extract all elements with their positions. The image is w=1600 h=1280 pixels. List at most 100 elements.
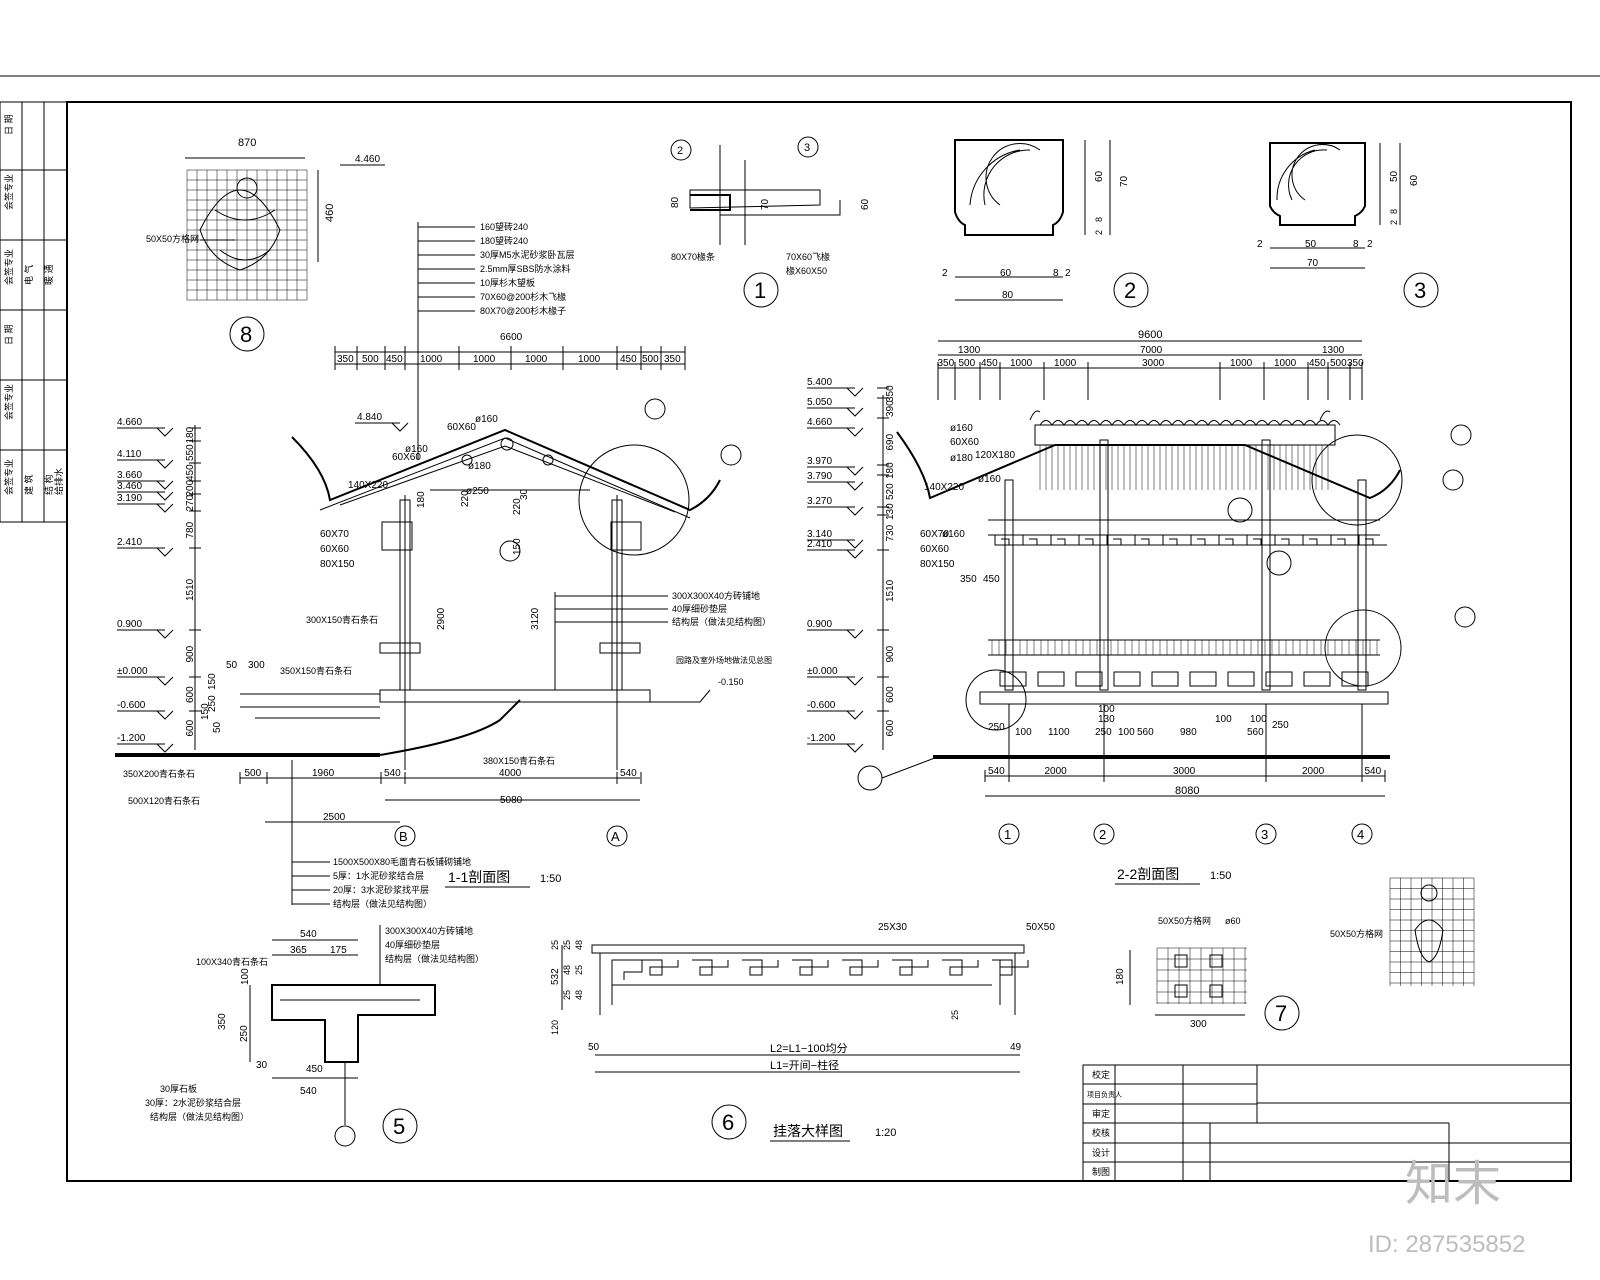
size-label: 60X60 <box>320 544 349 555</box>
dim-text: 175 <box>330 945 347 956</box>
dim-text: 100 <box>240 968 251 985</box>
dim-text: 350 <box>217 1013 228 1030</box>
elevation-text: 3.970 <box>807 456 832 467</box>
size-label: ø160 <box>475 414 498 425</box>
dim-text: 350 <box>938 358 955 369</box>
elevation-text: 5.400 <box>807 377 832 388</box>
roof-profile <box>291 428 721 512</box>
elevation-text: 3.790 <box>807 471 832 482</box>
dim-text: 450 <box>1309 358 1326 369</box>
elevation-text: 4.110 <box>117 449 142 460</box>
strip-text: 会签专业 <box>3 249 14 285</box>
dim-text: 30 <box>256 1060 268 1071</box>
dim-text: 365 <box>290 945 307 956</box>
strip-text: 日 期 <box>4 324 14 345</box>
dim-text: 2 <box>1094 230 1104 235</box>
note-text: 50X50方格网 <box>146 233 199 244</box>
dim-text: 1000 <box>1274 358 1297 369</box>
size-label: 180 <box>416 491 427 508</box>
dim-text: 180 <box>185 426 196 443</box>
dim-text: 870 <box>238 137 256 149</box>
strip-text: 电 气 <box>23 264 34 285</box>
dim-text: 2 <box>1065 268 1071 279</box>
dim-text: 48 <box>562 965 572 975</box>
note-text: 结构层（做法见结构图） <box>150 1111 249 1122</box>
dim-text: 1000 <box>420 354 443 365</box>
base-note: 5厚：1水泥砂浆结合层 <box>333 870 424 881</box>
elevation-text: 3.460 <box>117 481 142 492</box>
dim-text: 1000 <box>578 354 601 365</box>
dim-text: 4000 <box>499 768 522 779</box>
size-label: 60X60 <box>447 422 476 433</box>
elevation-text: 3.270 <box>807 496 832 507</box>
detail-6-fretwork <box>611 959 1029 1005</box>
dim-text: 390 <box>885 400 896 417</box>
elevation-text: 5.050 <box>807 397 832 408</box>
dim-text: 600 <box>885 719 896 736</box>
size-label: 220 <box>460 490 471 507</box>
dim-text: 350 <box>885 385 896 402</box>
dim-text: 980 <box>1180 727 1197 738</box>
strip-text: 建 筑 <box>23 474 34 495</box>
dim-text: 2500 <box>323 812 346 823</box>
strip-text: 会签专业 <box>3 174 14 210</box>
s22-elevations: 5.4005.0504.6603.9703.7903.2703.1402.410… <box>807 377 864 753</box>
dim-text: 60 <box>860 198 871 210</box>
dim-text: 2900 <box>436 607 447 630</box>
detail-7-grid-a <box>1156 947 1247 1004</box>
size-label: 450 <box>983 574 1000 585</box>
note-text: 300X300X40方砖铺地 <box>385 925 473 936</box>
dim-text: 1960 <box>312 768 335 779</box>
size-label: ø160 <box>978 474 1001 485</box>
dim-text: 50 <box>1389 170 1400 182</box>
detail-marker-1 <box>743 272 779 308</box>
detail-1: 2 3 80 70 60 80X70椽条 70X60飞椽 椽X60X50 1 <box>670 136 871 308</box>
roof-note: 10厚杉木望板 <box>480 277 535 288</box>
dim-text: 730 <box>885 524 896 541</box>
dim-text: 450 <box>620 354 637 365</box>
dim-text: 900 <box>185 645 196 662</box>
floor-note: 结构层（做法见结构图） <box>672 616 771 627</box>
dim-text: 250 <box>1272 720 1289 731</box>
s22-fretwork <box>994 535 1387 546</box>
title-row: 审定 <box>1092 1108 1110 1119</box>
size-label: 80X150 <box>320 559 355 570</box>
note-text: 椽X60X50 <box>786 265 827 276</box>
formula: L2=L1−100均分 <box>770 1042 848 1055</box>
dim-text: 450 <box>306 1064 323 1075</box>
detail-number: 3 <box>1414 278 1426 303</box>
stone-note: 500X120青石条石 <box>128 795 200 806</box>
elevation-text: 0.900 <box>117 619 142 630</box>
elevation-text: 0.900 <box>807 619 832 630</box>
column <box>1004 479 1014 691</box>
column <box>1261 439 1271 691</box>
dim-text: 60 <box>1000 268 1012 279</box>
detail-8: 870 460 4.460 50X50方格网 8 <box>146 137 385 352</box>
dim-text: 8 <box>1353 239 1359 250</box>
column <box>1099 439 1109 691</box>
dim-text: 100 <box>1250 714 1267 725</box>
dim-text: 80 <box>670 196 681 208</box>
dim-text: 1300 <box>958 345 981 356</box>
dim-text: 8 <box>1389 209 1399 214</box>
dim-text: 250 <box>239 1025 250 1042</box>
detail-8-grid <box>186 169 308 301</box>
column <box>1357 479 1367 691</box>
dim-text: 690 <box>885 433 896 450</box>
elevation-text: -1.200 <box>117 733 146 744</box>
axis-bubble-1 <box>998 823 1020 845</box>
dim-text: 180 <box>885 462 896 479</box>
dim-text: 560 <box>1247 727 1264 738</box>
elevation-text: 4.660 <box>807 417 832 428</box>
size-label: 80X150 <box>920 559 955 570</box>
dim-text: 560 <box>1137 727 1154 738</box>
dim-text: 2000 <box>1302 766 1325 777</box>
detail-7: 180 300 50X50方格网 ø60 50X50方格网 7 <box>1115 877 1475 1031</box>
detail-number: 7 <box>1275 1001 1287 1026</box>
